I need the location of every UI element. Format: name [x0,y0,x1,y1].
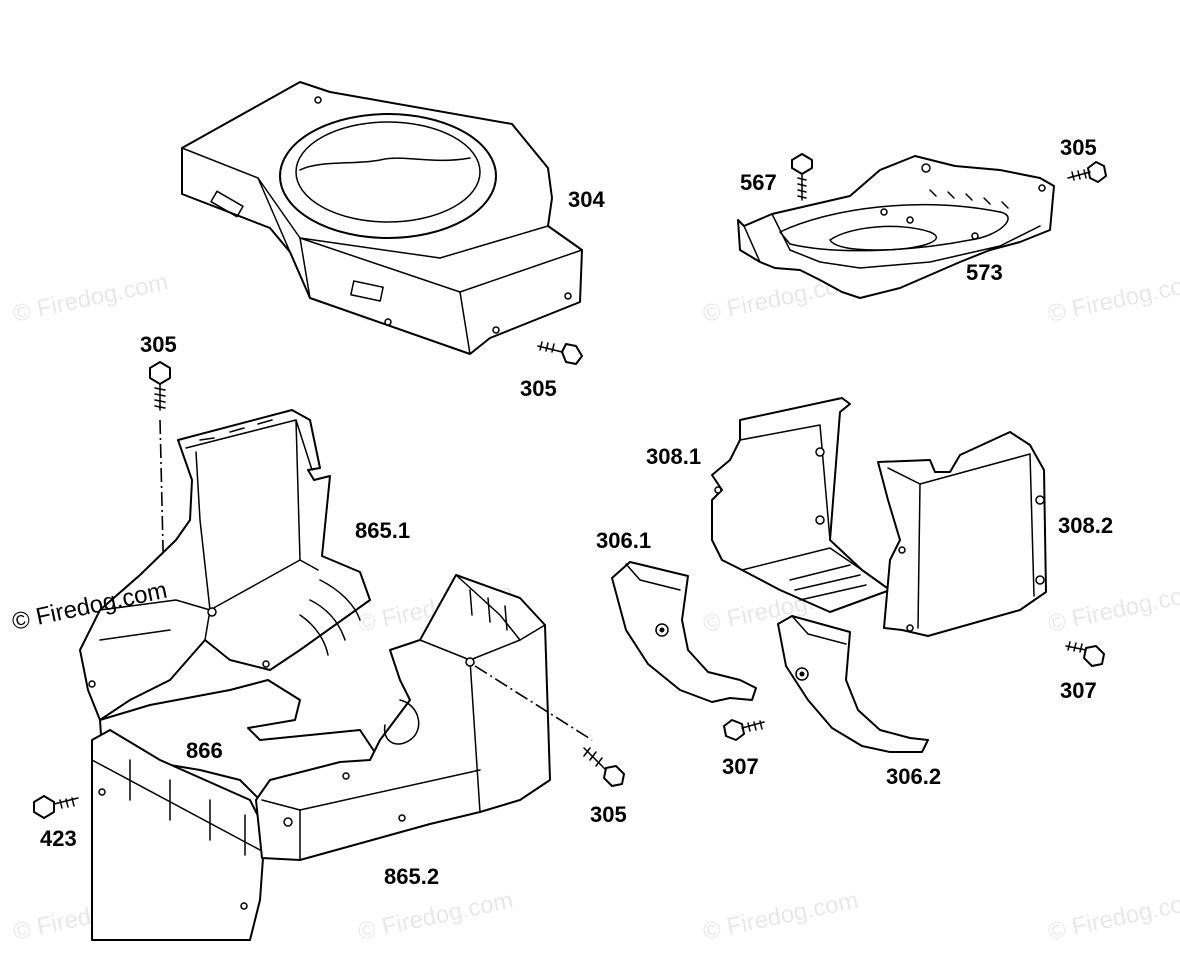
label-308-2: 308.2 [1058,513,1113,538]
label-304: 304 [568,187,605,212]
label-307-left: 307 [722,754,759,779]
bolt-423 [33,795,79,819]
base-plate-part [737,155,1055,299]
part-labels: 304 305 305 567 305 573 865.1 866 423 86… [40,135,1113,889]
watermark: © Firedog.com [701,887,861,946]
shield-308-2-part [877,431,1047,637]
label-866: 866 [186,738,223,763]
label-307-right: 307 [1060,678,1097,703]
label-308-1: 308.1 [646,444,701,469]
label-567: 567 [740,170,777,195]
label-305-lower: 305 [590,802,627,827]
label-305-bracket: 305 [1060,135,1097,160]
cover-306-2-part [777,615,929,753]
label-423: 423 [40,826,77,851]
label-306-2: 306.2 [886,764,941,789]
shield-308-1-part [711,397,891,613]
shroud-865-2-part [255,574,593,861]
label-305-blower: 305 [520,376,557,401]
blower-housing-part [181,81,583,355]
label-573: 573 [966,260,1003,285]
bolt-567 [791,153,813,201]
shroud-865-1-part [79,409,371,721]
watermark: © Firedog.com [356,887,516,946]
bolt-305-top-left [149,361,171,591]
watermark: © Firedog.com [11,269,171,328]
bolt-305-bracket [1067,161,1107,183]
label-865-1: 865.1 [355,518,410,543]
label-865-2: 865.2 [384,864,439,889]
label-306-1: 306.1 [596,528,651,553]
watermark: © Firedog.com [1046,269,1180,328]
cover-306-1-part [611,561,757,703]
bolt-307-left [723,719,765,741]
label-305-top-left: 305 [140,332,177,357]
bolt-307-right [1065,641,1105,667]
watermark: © Firedog.com [1046,887,1180,946]
bolt-305-blower [537,341,583,365]
watermark: © Firedog.com [1046,579,1180,638]
bolt-305-lower [583,747,625,787]
